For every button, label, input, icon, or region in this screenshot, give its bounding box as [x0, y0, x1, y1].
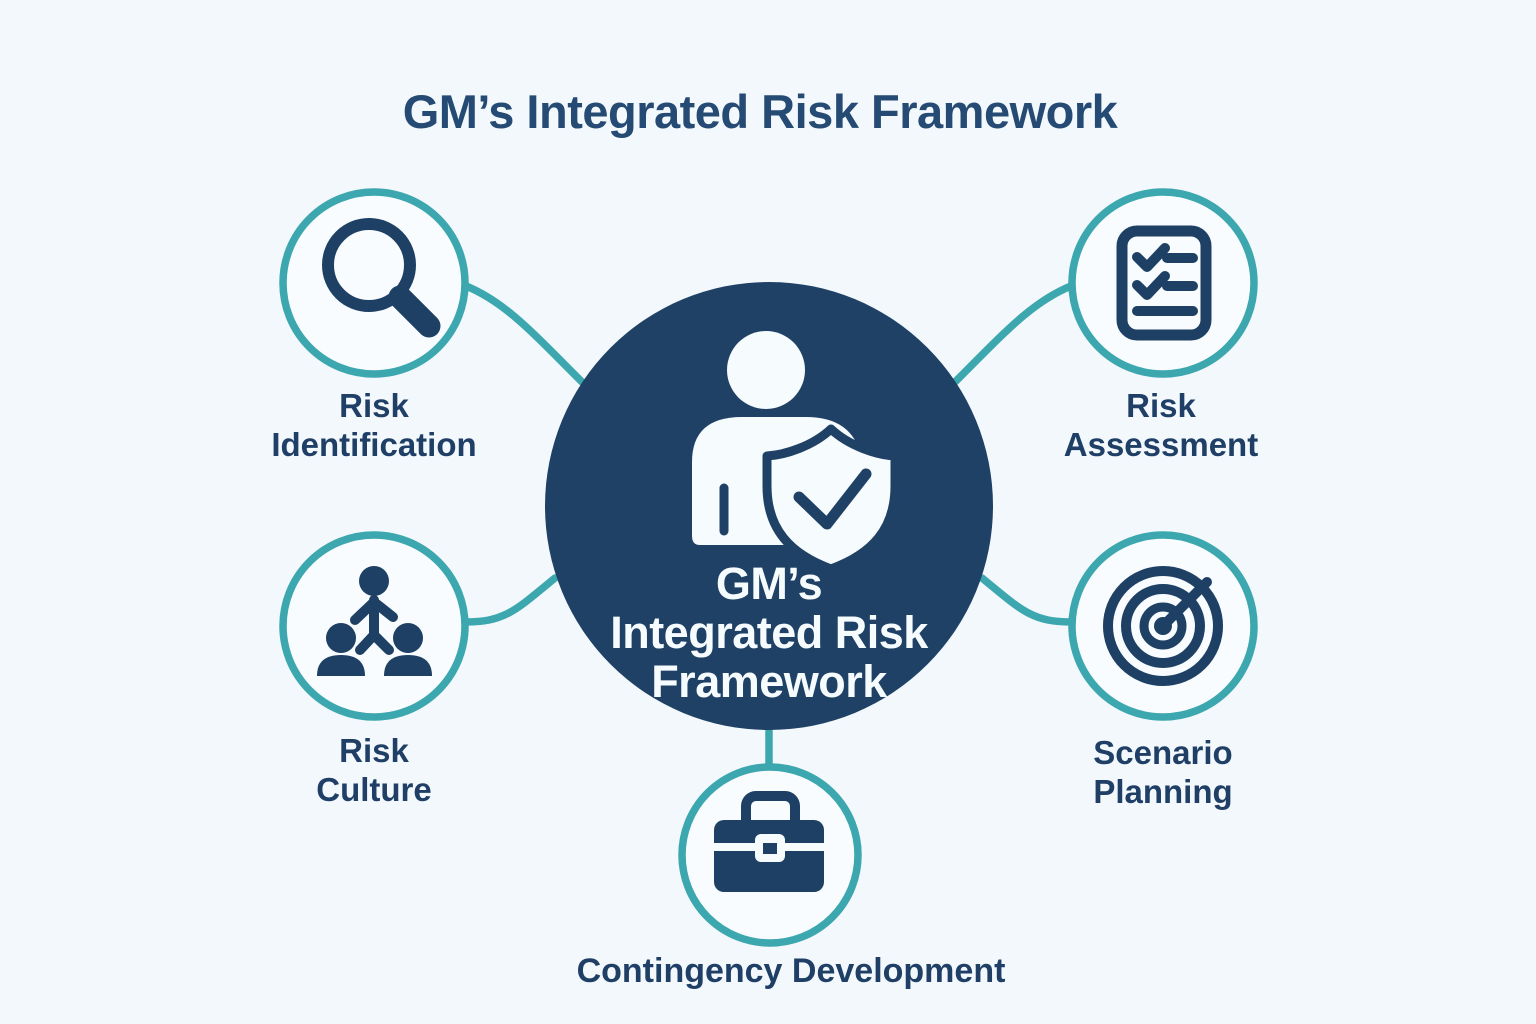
- connector-risk-culture: [462, 574, 559, 626]
- connector-risk-assessment: [951, 282, 1075, 386]
- node-contingency-development: Contingency Development: [577, 763, 1006, 990]
- node-label-risk-culture-line-2: Culture: [316, 771, 432, 808]
- connector-scenario-planning: [978, 574, 1075, 626]
- target-icon: [1103, 566, 1223, 686]
- node-label-risk-assessment-line-1: Risk: [1126, 387, 1196, 424]
- center-label-line-3: Framework: [651, 656, 888, 707]
- magnifier-icon: [322, 218, 441, 338]
- node-risk-culture: Risk Culture: [279, 531, 469, 808]
- node-risk-identification: Risk Identification: [271, 188, 477, 463]
- node-label-risk-identification-line-2: Identification: [271, 426, 476, 463]
- node-label-contingency-development: Contingency Development: [577, 952, 1006, 990]
- node-label-scenario-planning-line-2: Planning: [1093, 773, 1232, 810]
- team-icon: [317, 566, 432, 676]
- center-label-line-2: Integrated Risk: [610, 607, 929, 658]
- node-scenario-planning: Scenario Planning: [1068, 531, 1258, 810]
- node-label-risk-identification-line-1: Risk: [339, 387, 409, 424]
- node-label-scenario-planning-line-1: Scenario: [1093, 734, 1232, 771]
- briefcase-icon: [714, 791, 824, 892]
- page-title: GM’s Integrated Risk Framework: [403, 85, 1119, 138]
- node-label-risk-assessment-line-2: Assessment: [1064, 426, 1258, 463]
- node-risk-assessment: Risk Assessment: [1064, 188, 1258, 463]
- center-label-line-1: GM’s: [716, 558, 822, 609]
- person-shield-check-icon: [692, 331, 900, 574]
- center-node: GM’s Integrated Risk Framework: [545, 282, 993, 730]
- node-label-risk-culture-line-1: Risk: [339, 732, 409, 769]
- checklist-icon: [1116, 225, 1212, 341]
- connector-risk-identification: [462, 282, 586, 386]
